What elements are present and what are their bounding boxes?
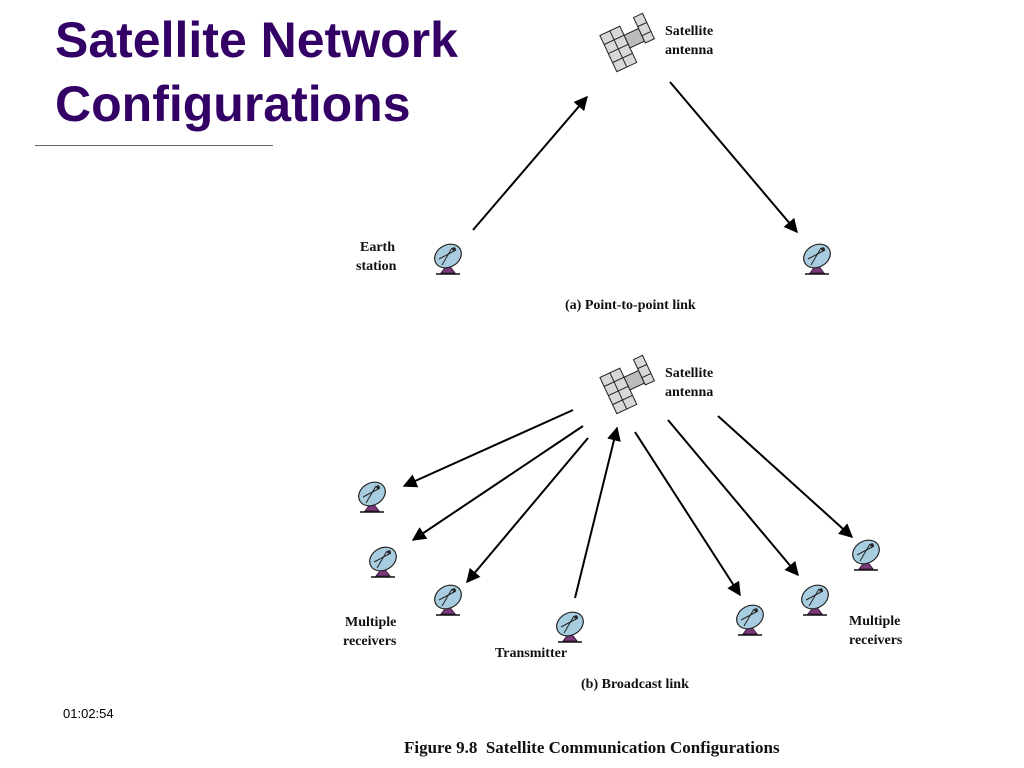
downlink-arrow <box>669 81 798 234</box>
dish-antenna-icon <box>796 579 834 616</box>
broadcast-arrow <box>634 431 741 597</box>
panel-a-caption: (a) Point-to-point link <box>565 298 696 313</box>
dish-antenna-icon <box>364 541 402 578</box>
title-line-2: Configurations <box>55 76 411 132</box>
broadcast-arrow <box>466 437 589 584</box>
dish-antenna-icon <box>847 534 885 571</box>
right-receivers-label-line1: Multiple <box>849 614 900 629</box>
satellite-icon <box>598 12 661 73</box>
uplink-arrow <box>472 95 588 231</box>
broadcast-arrow <box>667 419 799 577</box>
panel-b-broadcast: Satellite antenna Multiple receivers Tra… <box>343 354 903 692</box>
satellite-antenna-label-a-line1: Satellite <box>665 24 713 39</box>
slide-title: Satellite Network Configurations <box>55 8 458 136</box>
panel-a-point-to-point: Satellite antenna Earth station (a) Poin… <box>356 12 836 313</box>
transmitter-uplink-arrow <box>574 426 621 599</box>
dish-antenna-icon <box>429 238 467 275</box>
dish-antenna-icon <box>731 599 769 636</box>
earth-station-label-line2: station <box>356 259 397 274</box>
title-underline <box>35 145 273 146</box>
left-receivers-label-line1: Multiple <box>345 615 396 630</box>
broadcast-arrow <box>411 425 584 541</box>
figure-caption: Figure 9.8 Satellite Communication Confi… <box>404 738 780 757</box>
satellite-antenna-label-b-line1: Satellite <box>665 366 713 381</box>
dish-antenna-icon <box>551 606 589 643</box>
satellite-icon <box>598 354 661 415</box>
title-line-1: Satellite Network <box>55 12 458 68</box>
broadcast-arrow <box>717 415 854 538</box>
earth-station-label-line1: Earth <box>360 240 395 255</box>
transmitter-label: Transmitter <box>495 646 567 661</box>
satellite-antenna-label-b-line2: antenna <box>665 385 713 400</box>
panel-b-caption: (b) Broadcast link <box>581 677 689 692</box>
satellite-antenna-label-a-line2: antenna <box>665 43 713 58</box>
dish-antenna-icon <box>429 579 467 616</box>
right-receivers-label-line2: receivers <box>849 633 903 648</box>
broadcast-arrow <box>402 409 574 488</box>
dish-antenna-icon <box>353 476 391 513</box>
timestamp: 01:02:54 <box>63 706 114 721</box>
dish-antenna-icon <box>798 238 836 275</box>
left-receivers-label-line2: receivers <box>343 634 397 649</box>
